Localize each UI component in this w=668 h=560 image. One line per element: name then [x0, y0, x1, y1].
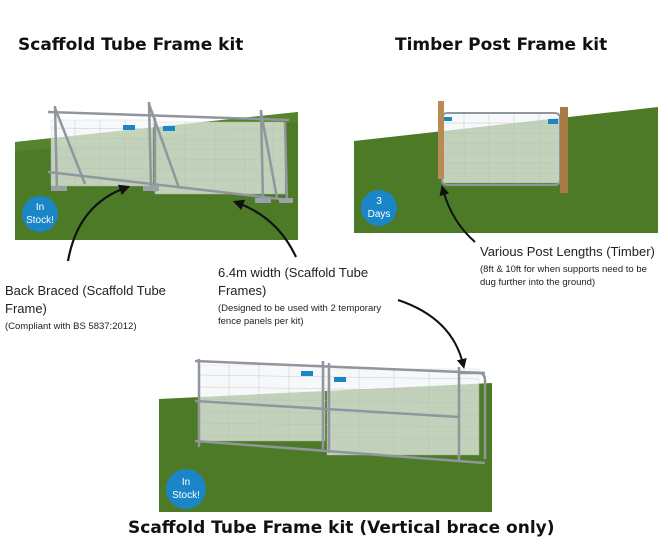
post-lengths-title: Various Post Lengths (Timber) — [480, 244, 655, 259]
badge-line-1: 3 — [376, 196, 382, 207]
back-braced-caption: Back Braced (Scaffold Tube Frame) (Compl… — [5, 282, 193, 333]
badge-line-2: Stock! — [26, 215, 54, 226]
timber-kit-title: Timber Post Frame kit — [395, 35, 608, 55]
vertical-kit-illustration — [159, 359, 492, 512]
vertical-kit-arrow — [397, 299, 467, 369]
back-braced-title: Back Braced (Scaffold Tube Frame) — [5, 283, 166, 316]
badge-line-2: Days — [367, 209, 391, 220]
vertical-kit-image: In Stock! — [159, 355, 492, 512]
back-braced-note: (Compliant with BS 5837:2012) — [5, 321, 137, 332]
scaffold-kit-image: In Stock! — [15, 88, 298, 240]
width-arrow — [232, 199, 297, 258]
timber-stock-badge: 3 Days — [361, 190, 397, 226]
badge-line-2: Stock! — [172, 490, 200, 501]
post-lengths-arrow — [439, 185, 476, 243]
width-title: 6.4m width (Scaffold Tube Frames) — [218, 265, 369, 298]
badge-line-1: In — [35, 202, 45, 213]
width-note: (Designed to be used with 2 temporary fe… — [218, 303, 382, 327]
timber-kit-illustration — [354, 101, 658, 233]
scaffold-stock-badge: In Stock! — [22, 196, 58, 232]
post-lengths-caption: Various Post Lengths (Timber) (8ft & 10f… — [480, 243, 660, 289]
badge-line-1: In — [181, 477, 191, 488]
width-caption: 6.4m width (Scaffold Tube Frames) (Desig… — [218, 264, 403, 328]
back-braced-arrow — [66, 184, 131, 262]
scaffold-kit-title: Scaffold Tube Frame kit — [18, 35, 244, 55]
scaffold-kit-illustration — [15, 101, 298, 240]
timber-kit-image: 3 Days — [354, 97, 658, 233]
vertical-stock-badge: In Stock! — [166, 469, 206, 509]
vertical-kit-title: Scaffold Tube Frame kit (Vertical brace … — [128, 518, 555, 538]
post-lengths-note: (8ft & 10ft for when supports need to be… — [480, 264, 647, 288]
